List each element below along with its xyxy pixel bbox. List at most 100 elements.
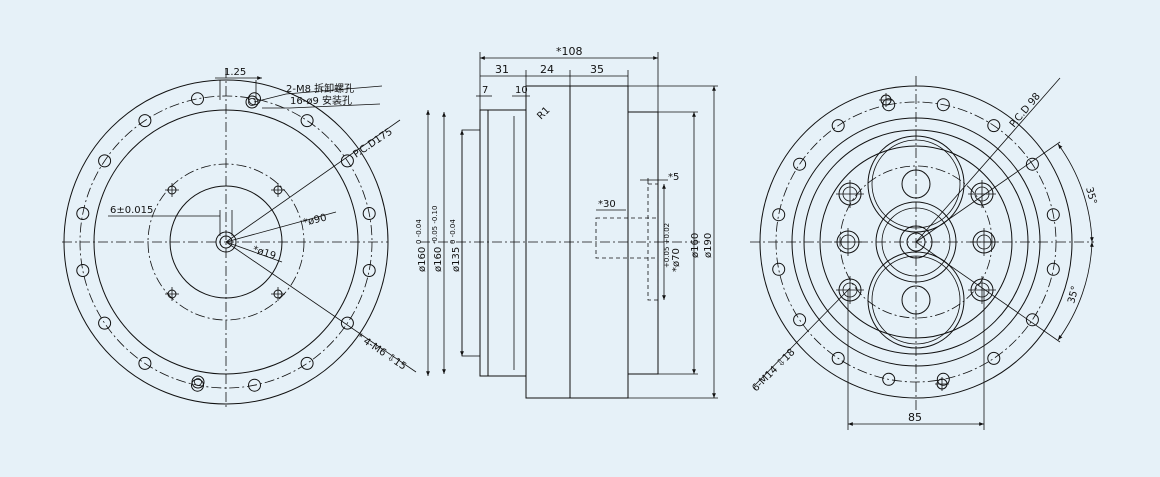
upper-gear-inner <box>871 139 961 229</box>
hub-circle <box>169 185 283 299</box>
offset-dim-label: 1.25 <box>224 67 246 78</box>
angle-bottom-arc <box>1057 241 1094 341</box>
rear-cover <box>627 111 659 375</box>
rear-mounting-hole <box>987 119 1001 133</box>
mounting-hole <box>300 356 314 370</box>
rear-removal-cross <box>935 377 949 391</box>
rear-inner-circle <box>819 145 1013 339</box>
front-view: 6±0.015 1.25 2-M8 拆卸螺孔 16-ø9 安装孔 P.C.D17… <box>62 67 417 410</box>
mounting-hole <box>362 264 376 277</box>
m14-label: 6-M14 ⇩18 <box>750 347 797 394</box>
pcd175-leader <box>225 119 401 243</box>
dim-35-label: 35 <box>590 63 604 76</box>
lower-gear-inner <box>871 255 961 345</box>
rear-m14-holes <box>834 180 998 304</box>
dim-7-label: 7 <box>482 85 488 96</box>
angle-top-label: 35° <box>1083 186 1098 206</box>
rear-mounting-hole <box>936 372 950 386</box>
d90-leader <box>225 211 337 243</box>
mounting-hole <box>98 154 112 168</box>
upper-gear-outer <box>867 135 965 233</box>
dim-160a-text: ø160 0 -0.04 <box>415 219 428 272</box>
m6-label: * 4-M6 ⇩15 <box>354 331 408 372</box>
dim-135-text: ø135 0 -0.04 <box>449 219 462 272</box>
m14-hole-cross <box>836 180 864 208</box>
rear-mounting-hole <box>772 208 786 222</box>
rear-mounting-hole <box>772 262 786 276</box>
rear-flange-circle <box>791 117 1041 367</box>
dim-160b-text: ø160 -0.05 -0.10 <box>431 206 444 272</box>
angle-bottom-label: 35° <box>1066 285 1081 305</box>
dim-70-main: *ø70 <box>671 248 682 272</box>
m6-hole-cross <box>165 183 179 197</box>
d90-label: *ø90 <box>302 212 328 228</box>
rear-mounting-hole <box>882 372 896 386</box>
m8-label: 2-M8 拆卸螺孔 <box>286 82 354 95</box>
rear-mounting-hole <box>831 351 845 365</box>
m14-hole-cross <box>970 228 998 256</box>
mounting-hole <box>76 264 90 277</box>
mounting-hole <box>362 207 376 220</box>
dim-108-label: *108 <box>556 45 583 58</box>
lower-gear-hub <box>901 285 931 315</box>
dim-85-label: 85 <box>908 411 922 424</box>
center-shaft-outer <box>899 225 933 259</box>
mounting-hole <box>340 316 354 330</box>
rear-mounting-hole <box>987 351 1001 365</box>
front-flange-plate <box>479 109 489 377</box>
dim-190-label: ø190 <box>703 233 714 258</box>
output-bore-hidden <box>595 217 659 259</box>
dim-160b-tol: -0.05 -0.10 <box>431 206 439 244</box>
dim-160c-label: ø160 <box>690 233 701 258</box>
pcd98-leader <box>915 77 1061 243</box>
center-gear-outer <box>875 201 957 283</box>
dim-70-tol: +0.05 +0.02 <box>663 223 671 268</box>
dim-10-label: 10 <box>515 85 528 96</box>
m6-hole-cross <box>165 287 179 301</box>
angle-bottom-ray <box>915 241 1061 343</box>
holes-leader <box>262 103 381 109</box>
pilot-boss <box>461 129 481 357</box>
m14-hole-cross <box>968 276 996 304</box>
dim-30-label: *30 <box>598 199 616 210</box>
bore-inner-circle <box>219 235 233 249</box>
inner-flange-circle <box>93 109 359 375</box>
angle-top-ray <box>915 141 1061 243</box>
dim-160b-main: ø160 <box>433 247 444 272</box>
m6-holes-4 <box>165 183 285 301</box>
mounting-hole <box>138 114 152 128</box>
dim-31-label: 31 <box>495 63 509 76</box>
rear-mounting-hole <box>793 313 807 327</box>
side-view: *108 31 24 35 7 10 R1 ø160 0 -0.04 ø160 … <box>415 45 718 399</box>
dim-160a-tol: 0 -0.04 <box>415 219 423 244</box>
mounting-hole <box>76 207 90 220</box>
lower-gear-outer <box>867 251 965 349</box>
m6-hole-cross <box>271 183 285 197</box>
rear-mounting-hole <box>936 98 950 112</box>
d19-label: *ø19 <box>251 244 277 262</box>
mounting-hole <box>248 378 261 392</box>
m6-hole-cross <box>271 287 285 301</box>
dim-70-text: *ø70 +0.05 +0.02 <box>663 223 682 272</box>
pcd175-label: P.C.D175 <box>352 126 395 160</box>
m8-hole-thread <box>194 378 202 386</box>
holes-label: 16-ø9 安装孔 <box>290 94 352 107</box>
m8-hole <box>245 95 259 109</box>
dim-24-label: 24 <box>540 63 554 76</box>
d19-leader <box>225 241 283 263</box>
key-dim-label: 6±0.015 <box>110 205 153 216</box>
rear-mounting-hole <box>793 157 807 171</box>
mounting-hole <box>138 356 152 370</box>
m8-leader <box>253 85 383 103</box>
rear-pcd-outer <box>775 101 1057 383</box>
m8-hole <box>191 375 205 389</box>
rear-mounting-hole <box>831 119 845 133</box>
upper-gear-hub <box>901 169 931 199</box>
pcd98-label: P.C.D 98 <box>1008 91 1043 130</box>
rear-mounting-hole <box>1025 157 1039 171</box>
dim-135-tol: 0 -0.04 <box>449 219 457 244</box>
m14-leader <box>753 287 851 387</box>
dim-160a-main: ø160 <box>417 247 428 272</box>
angle-top-arc <box>1057 143 1094 243</box>
